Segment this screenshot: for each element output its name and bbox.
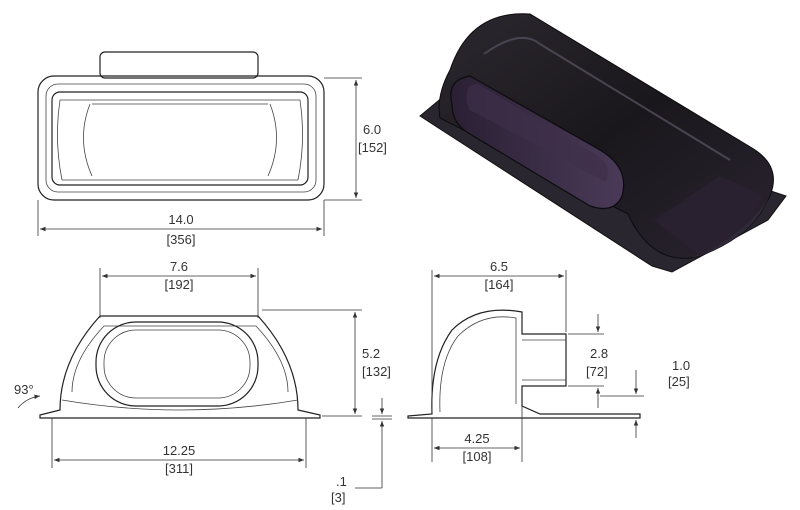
side-offset-in: 1.0 [672,358,690,373]
top-height-mm: [152] [358,140,387,155]
front-height-in: 5.2 [362,346,380,361]
render-highlight-ridge [483,37,731,161]
front-view-opening-outer [95,321,259,407]
front-view: 7.6 [192] 5.2 [132] 12.25 [311] 93° .1 [… [14,259,392,505]
top-height-in: 6.0 [363,122,381,137]
side-opening-in: 2.8 [590,346,608,361]
side-view-inner-wall [439,316,517,413]
side-depth-in: 6.5 [490,259,508,274]
side-depth-mm: [164] [485,277,514,292]
thickness-mm: [3] [331,490,345,505]
side-base-in: 4.25 [464,431,489,446]
top-width-mm: [356] [167,232,196,247]
front-opening-mm: [192] [165,277,194,292]
front-height-mm: [132] [362,364,391,379]
side-offset-mm: [25] [668,374,690,389]
side-view-outline [407,309,641,419]
front-opening-in: 7.6 [170,259,188,274]
side-opening-mm: [72] [586,364,608,379]
top-view-rim [51,91,309,186]
side-base-mm: [108] [463,449,492,464]
isometric-render [419,13,787,273]
side-view: 6.5 [164] 2.8 [72] 1.0 [25] 4.25 [108] [407,259,690,464]
top-view-inner-shape [83,103,277,177]
top-view-flange-inner [45,83,317,193]
top-view-flange [37,75,325,201]
top-view: 14.0 [356] 6.0 [152] [37,51,387,247]
front-angle: 93° [14,382,34,397]
front-view-base-curve [61,399,299,411]
front-angle-arc [17,394,41,409]
thickness-in: .1 [336,474,347,489]
top-width-in: 14.0 [168,212,193,227]
top-view-hood [99,51,259,79]
front-base-in: 12.25 [163,443,196,458]
top-view-opening [57,99,303,181]
front-view-hood-edge [71,325,289,393]
front-view-opening-inner [103,329,251,399]
front-base-mm: [311] [165,461,193,476]
